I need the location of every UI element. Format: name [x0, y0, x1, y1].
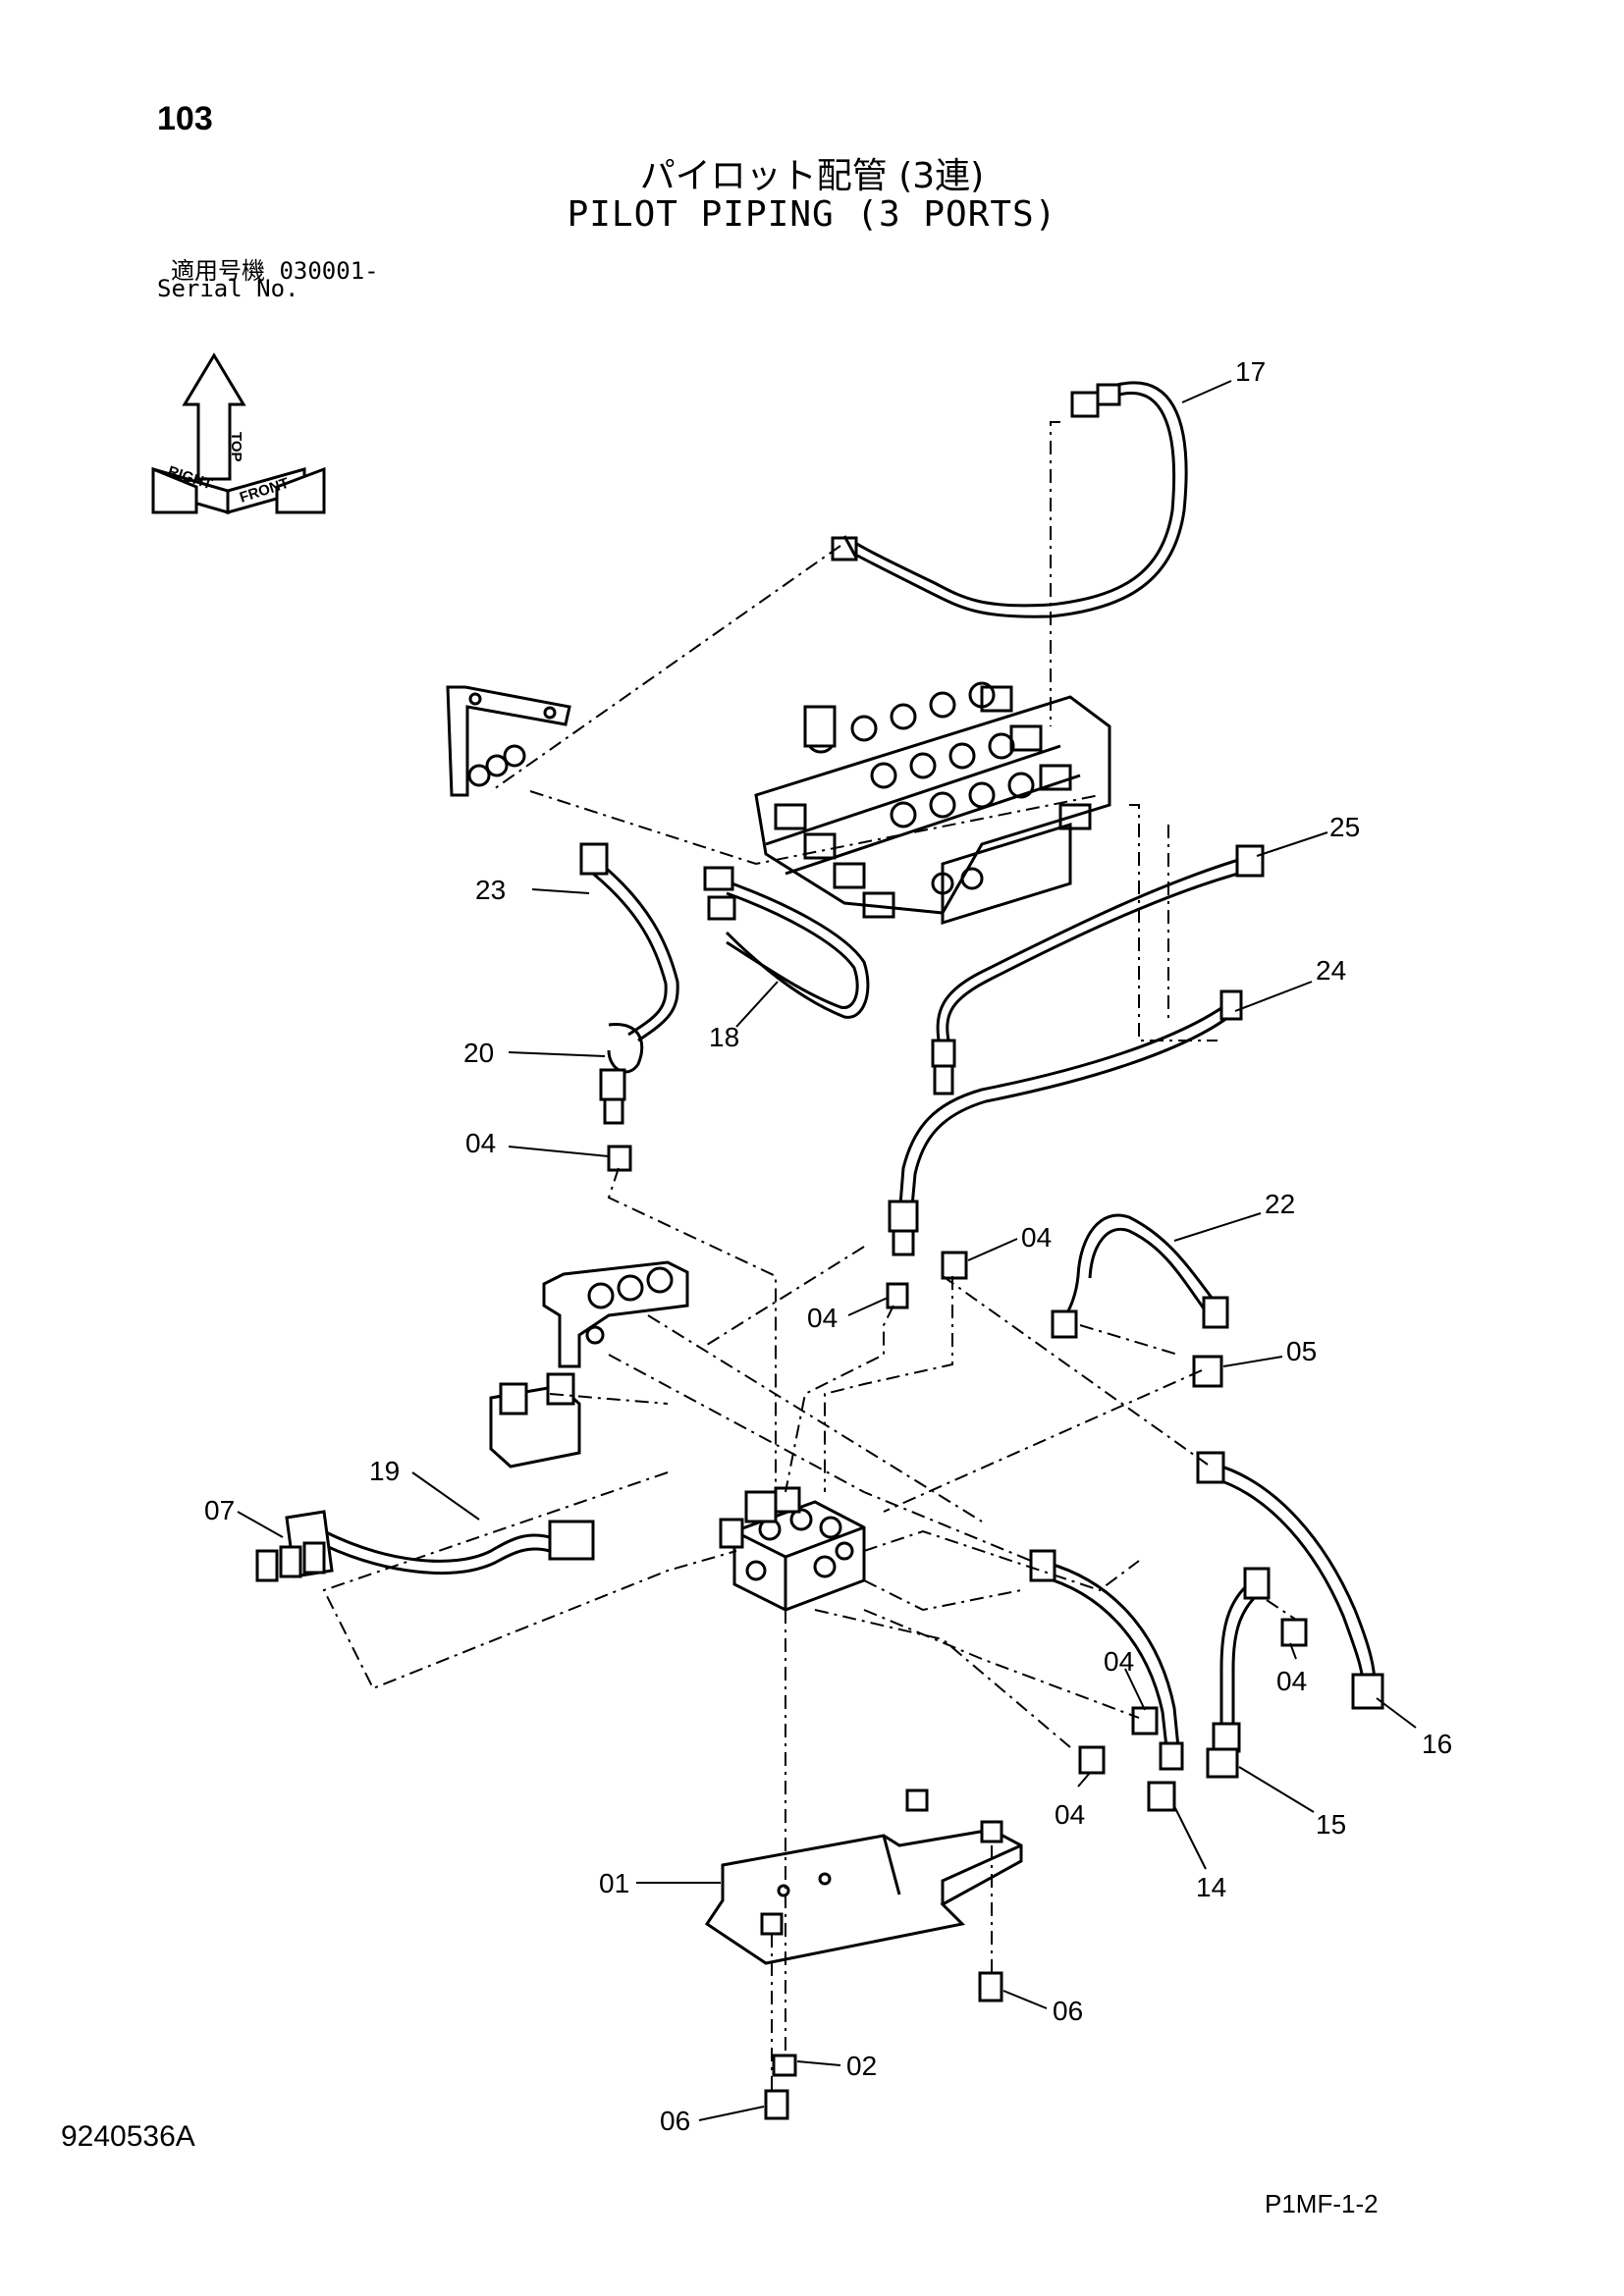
callout-04-b: 04 [1021, 1222, 1052, 1253]
part-16-pilot-hose [1196, 1451, 1384, 1710]
callout-24: 24 [1316, 955, 1346, 986]
callout-22: 22 [1265, 1189, 1295, 1219]
fitting-04-e [1280, 1618, 1308, 1647]
callout-04-d: 04 [1104, 1646, 1134, 1677]
title-english: PILOT PIPING (3 PORTS) [567, 194, 1057, 235]
serial-label-english: Serial No. [157, 275, 299, 302]
callout-17: 17 [1235, 356, 1266, 387]
fitting-04-b [941, 1251, 968, 1280]
part-18-pilot-hose [703, 866, 870, 1019]
serial-label-japanese: 適用号機 030001- [171, 257, 379, 285]
control-valve-assembly [754, 681, 1111, 926]
assembly-lines [322, 421, 1297, 2091]
page-number: 103 [157, 100, 213, 137]
callout-18: 18 [709, 1022, 739, 1052]
drawing-number: 9240536A [61, 2120, 195, 2153]
sheet-code: P1MF-1-2 [1265, 2189, 1379, 2218]
callout-07: 07 [204, 1495, 235, 1525]
callout-19: 19 [369, 1456, 400, 1486]
callout-16: 16 [1422, 1729, 1452, 1759]
part-19-harness [255, 1510, 595, 1582]
fitting-04-a [607, 1145, 632, 1172]
part-02-washer [772, 2054, 797, 2077]
part-22-pilot-hose [1051, 1213, 1229, 1339]
fitting-04-d [1131, 1706, 1159, 1735]
part-01-mounting-plate [704, 1789, 1023, 1965]
callout-04-a: 04 [465, 1128, 496, 1158]
callout-04-e: 04 [1276, 1666, 1307, 1696]
title-japanese: パイロット配管 (3連) [639, 156, 985, 196]
callout-23: 23 [475, 875, 506, 905]
part-06-bolt-b [764, 2089, 789, 2120]
orientation-top-label: TOP [228, 432, 244, 462]
part-23-pilot-hose [579, 842, 679, 1125]
callout-05: 05 [1286, 1336, 1317, 1366]
orientation-indicator: TOP RIGHT FRONT [151, 352, 326, 514]
fitting-04-f [1078, 1745, 1106, 1775]
part-15-pilot-hose [1206, 1567, 1271, 1779]
fitting-05 [1192, 1355, 1223, 1388]
part-17-pilot-hose [831, 381, 1188, 618]
callout-25: 25 [1329, 812, 1360, 842]
callout-04-f: 04 [1055, 1799, 1085, 1830]
callout-02: 02 [846, 2051, 877, 2081]
callout-06-b: 06 [660, 2106, 690, 2136]
callout-15: 15 [1316, 1809, 1346, 1840]
part-06-bolt-a [978, 1971, 1003, 2002]
pilot-manifold-block [719, 1486, 866, 1612]
callout-01: 01 [599, 1868, 629, 1898]
fitting-04-c [886, 1282, 909, 1309]
part-25-pilot-hose [931, 844, 1265, 1095]
pilot-bracket-upper [446, 685, 571, 797]
callout-04-c: 04 [807, 1303, 838, 1333]
callout-06-a: 06 [1053, 1996, 1083, 2026]
part-14-pilot-hose [1029, 1549, 1184, 1812]
solenoid-bracket [489, 1260, 689, 1468]
part-24-pilot-hose [888, 989, 1243, 1256]
leader-lines [237, 380, 1417, 2121]
callout-20: 20 [463, 1038, 494, 1068]
callout-14: 14 [1196, 1872, 1226, 1902]
